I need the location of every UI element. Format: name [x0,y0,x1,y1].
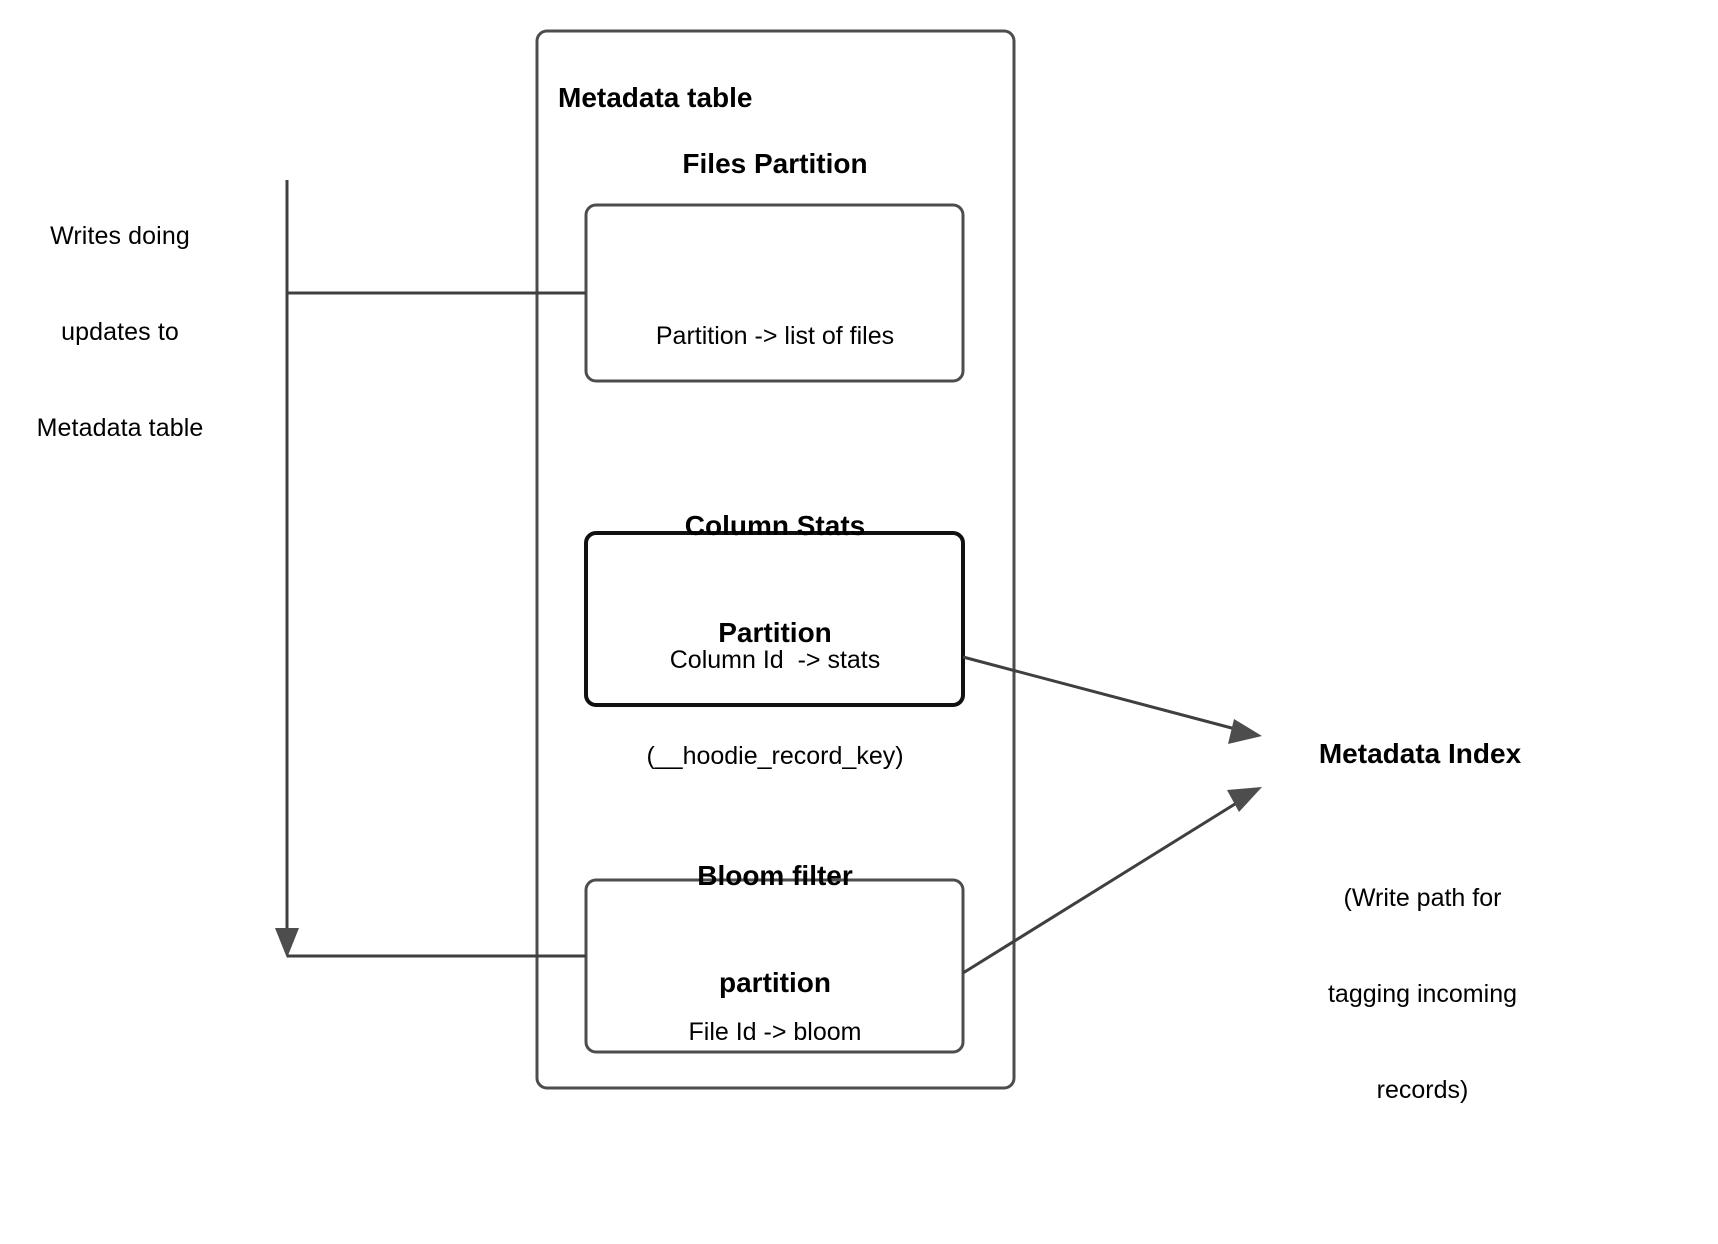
metadata-table-container [535,29,1016,1090]
writes-caption-line-3: Metadata table [36,414,204,442]
column-stats-partition-box [584,531,965,707]
metadata-index-note-line-1: (Write path for [1343,884,1502,912]
column-stats-partition-heading: Column Stats Partition [590,436,960,723]
column-stats-partition-box-text: Column Id -> stats (__hoodie_record_key) [590,580,960,836]
writes-caption-line-2: updates to [61,318,179,346]
metadata-index-note-line-2: tagging incoming [1327,980,1517,1008]
column-stats-heading-line-2: Partition [718,617,832,649]
bloom-filter-heading-line-2: partition [719,967,831,999]
writes-trunk-arrowhead-icon [275,928,299,958]
column-stats-to-index-arrowhead-icon [1228,719,1262,744]
bloom-filter-partition-box-text: File Id -> bloom [590,952,960,1112]
column-stats-heading-line-1: Column Stats [684,509,866,541]
files-partition-box-text: Partition -> list of files [590,256,960,416]
files-partition-heading: Files Partition [682,148,868,179]
bloom-filter-partition-heading: Bloom filter partition [590,786,960,1073]
column-stats-box-text-line-2: (__hoodie_record_key) [646,742,904,770]
bloom-to-index-arrowhead-icon [1227,787,1262,812]
metadata-index-note: (Write path for tagging incoming records… [1285,818,1560,1170]
column-stats-box-text-line-1: Column Id -> stats [669,646,881,674]
writes-caption-line-1: Writes doing [50,222,190,250]
writes-caption: Writes doing updates to Metadata table [10,156,230,508]
metadata-table-title: Metadata table [558,82,753,113]
metadata-index-title: Metadata Index [1318,738,1522,769]
column-stats-to-index-line [962,655,1244,733]
bloom-filter-box-text-line-1: File Id -> bloom [688,1018,862,1046]
metadata-index-note-line-3: records) [1376,1076,1469,1104]
files-partition-box-text-line-1: Partition -> list of files [655,322,895,350]
bloom-to-index-line [962,797,1244,975]
bloom-filter-partition-box [584,878,965,1054]
bloom-filter-heading-line-1: Bloom filter [697,859,853,891]
